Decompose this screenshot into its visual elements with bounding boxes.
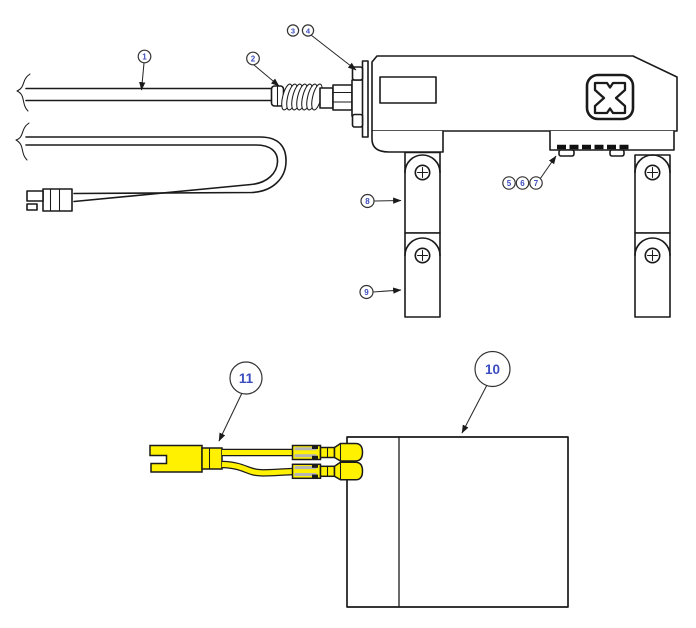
terminal-bullet	[333, 442, 364, 462]
coil-spring	[281, 83, 323, 111]
callout-numbers: 1 2 3 4 5 6 7 8 9 10 11	[142, 27, 539, 387]
leader-10	[461, 384, 488, 434]
battery-terminal-lower	[291, 461, 364, 481]
leg-left-upper-arc	[404, 154, 441, 174]
callout-4	[301, 24, 315, 37]
leader-5-6-7	[539, 155, 557, 180]
callout-7-label: 7	[534, 179, 539, 188]
coupler-hex-block	[332, 84, 353, 111]
terminal-bullet	[333, 461, 364, 481]
leader-2	[253, 64, 280, 87]
callout-11-highlighted	[229, 361, 263, 395]
callout-6	[515, 176, 530, 190]
screw-cross	[646, 249, 659, 262]
battery-box	[346, 436, 569, 608]
lower-wire	[221, 462, 294, 476]
leader-9	[372, 287, 402, 294]
mounting-leg-left	[404, 151, 441, 318]
crimp-mark	[312, 464, 318, 468]
front-tab-bottom	[351, 113, 364, 128]
callout-11-label: 11	[239, 371, 254, 386]
crimp-mark	[312, 474, 318, 478]
base-tab-left	[558, 149, 575, 157]
hex-flat-lines	[332, 91, 353, 103]
actuator-housing	[371, 55, 678, 157]
harness-plug-collar	[201, 447, 223, 470]
leg-right-lower-arc	[634, 237, 671, 257]
screw-cross	[416, 249, 429, 262]
callout-8	[360, 193, 375, 209]
logo-monogram	[593, 81, 627, 115]
callout-2	[246, 51, 260, 66]
callout-2-label: 2	[251, 55, 256, 64]
cord-outer-line	[25, 136, 287, 195]
plug-flange	[26, 190, 44, 202]
power-cord	[15, 122, 287, 212]
leader-1	[139, 62, 146, 91]
leg-left-lower-arc	[404, 237, 441, 257]
callout-3-label: 3	[291, 27, 295, 36]
plug-detail-lines	[49, 188, 61, 212]
mounting-leg-right	[634, 154, 671, 318]
cable-lines	[25, 87, 273, 102]
leg-right-upper-arc	[634, 154, 671, 174]
leg-left-lower	[404, 232, 441, 318]
battery-terminal-upper	[291, 442, 364, 462]
crimp-mark	[312, 445, 318, 449]
leader-3-4	[310, 34, 357, 71]
screw-cross	[646, 166, 659, 179]
callout-3	[286, 24, 300, 37]
callout-10	[474, 350, 511, 388]
callout-balloons: 1 2 3 4 5 6 7 8 9 10 11	[137, 24, 543, 395]
leg-right-lower	[634, 232, 671, 318]
brand-logo-icon	[585, 73, 635, 121]
leader-11	[218, 392, 243, 442]
wiring-harness	[149, 442, 364, 481]
callout-6-label: 6	[520, 179, 525, 188]
logo-frame	[585, 73, 635, 121]
callout-5-label: 5	[507, 179, 512, 188]
callout-4-label: 4	[306, 27, 311, 36]
crimp-mark	[312, 455, 318, 459]
callout-5	[502, 176, 516, 190]
callout-9	[359, 284, 374, 300]
callout-9-label: 9	[364, 288, 369, 297]
strain-relief-assembly	[270, 79, 364, 117]
callout-1	[137, 49, 152, 64]
cable-break-symbol	[16, 73, 31, 112]
callout-1-label: 1	[142, 53, 147, 62]
cord-inner-line	[25, 144, 279, 203]
callout-7	[529, 176, 543, 190]
screw-cross	[416, 166, 429, 179]
housing-label-window	[379, 76, 437, 104]
base-tab-right	[609, 149, 625, 157]
leader-8	[373, 197, 402, 204]
callout-10-label: 10	[485, 362, 500, 377]
inner-cable-tube	[16, 73, 273, 112]
battery-outline	[346, 436, 569, 608]
plug-prong	[26, 203, 38, 211]
housing-left-bracket	[371, 130, 444, 153]
cord-break-symbol	[15, 122, 30, 161]
cord-plug-body	[42, 188, 73, 212]
coupler-cylinder	[319, 87, 334, 109]
front-plate	[361, 60, 369, 138]
crimp-metal-bands	[294, 466, 317, 476]
callout-leaders	[139, 34, 557, 442]
coupler-collar	[351, 79, 364, 117]
crimp-metal-bands	[294, 447, 317, 458]
callout-8-label: 8	[365, 197, 370, 206]
harness-plug-body	[149, 444, 203, 473]
